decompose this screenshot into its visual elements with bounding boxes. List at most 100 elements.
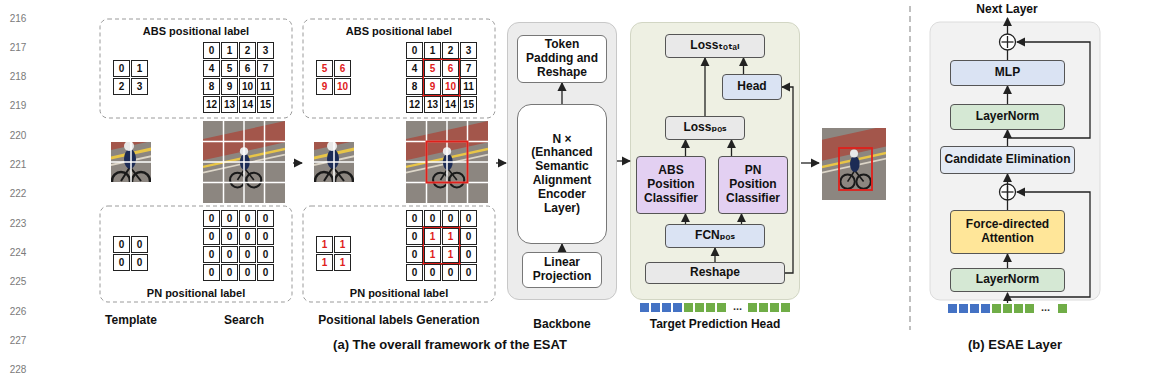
- grid-cell: 9: [316, 78, 333, 95]
- cell-number: 0: [137, 239, 143, 250]
- grid-cell: 11: [257, 78, 274, 95]
- mlp-box: MLP: [950, 60, 1065, 86]
- cell-number: 10: [337, 81, 348, 92]
- ellipsis: ...: [1041, 301, 1050, 313]
- grid-cell: 13: [424, 96, 441, 113]
- grid-cell: 0: [221, 210, 238, 227]
- grid-cell: 3: [257, 42, 274, 59]
- cell-number: 1: [322, 239, 328, 250]
- grid-cell: 7: [460, 60, 477, 77]
- grid-cell: 0: [424, 210, 441, 227]
- grid-cell: 1: [221, 42, 238, 59]
- cell-number: 1: [448, 249, 454, 260]
- flow-arrow: [1007, 86, 1008, 104]
- cell-number: 11: [463, 81, 474, 92]
- box-label: ABS Position Classifier: [640, 164, 702, 205]
- classifier-box: PN Position Classifier: [718, 156, 788, 214]
- cell-number: 6: [340, 63, 346, 74]
- label-holder: (b) ESAE Layer: [925, 335, 1105, 353]
- cell-number: 1: [137, 63, 143, 74]
- line-number: 221: [10, 159, 27, 170]
- cell-number: 0: [263, 249, 269, 260]
- flow-arrow: [741, 214, 742, 224]
- box-label: Lossₚₒₛ: [669, 121, 741, 135]
- attention-box: Force-directed Attention: [950, 210, 1065, 254]
- process-box: Token Padding and Reshape: [517, 35, 607, 82]
- cell-number: 0: [227, 267, 233, 278]
- box-label: Force-directed Attention: [954, 218, 1061, 246]
- figure-label: Template: [105, 313, 157, 327]
- cell-number: 1: [227, 45, 233, 56]
- flow-arrow: [1007, 130, 1008, 146]
- cell-number: 7: [263, 63, 269, 74]
- label-holder: 227: [2, 333, 34, 347]
- prediction-box: [839, 148, 872, 190]
- label-holder: 219: [2, 99, 34, 113]
- box-label: LayerNorm: [954, 110, 1061, 124]
- cell-number: 0: [209, 231, 215, 242]
- loss-box: Lossₜₒₜₐₗ: [665, 34, 765, 58]
- grid-cell: 1: [442, 246, 459, 263]
- cell-number: 3: [263, 45, 269, 56]
- line-number: 223: [10, 218, 27, 229]
- line-number: 217: [10, 42, 27, 53]
- box-label: Head: [726, 80, 778, 94]
- cell-number: 6: [245, 63, 251, 74]
- label-holder: 226: [2, 304, 34, 318]
- grid-cell: 1: [316, 254, 333, 271]
- grid-cell: 1: [334, 254, 351, 271]
- cell-number: 0: [245, 249, 251, 260]
- layernorm-box: LayerNorm: [950, 268, 1065, 292]
- fcn-box: FCNₚₒₛ: [665, 224, 765, 248]
- cell-number: 0: [209, 213, 215, 224]
- cell-number: 0: [119, 239, 125, 250]
- grid-cell: 0: [460, 228, 477, 245]
- cell-number: 13: [224, 99, 235, 110]
- box-label: Token Padding and Reshape: [521, 38, 603, 79]
- cell-number: 0: [227, 213, 233, 224]
- cell-number: 12: [206, 99, 217, 110]
- flow-arrow: [731, 140, 732, 156]
- grid-cell: 8: [203, 78, 220, 95]
- figure-label: Search: [224, 313, 264, 327]
- grid-cell: 6: [442, 60, 459, 77]
- cell-number: 4: [412, 63, 418, 74]
- grid-cell: 9: [424, 78, 441, 95]
- label-holder: Search: [204, 312, 284, 328]
- grid-cell: 1: [424, 42, 441, 59]
- elimination-box: Candidate Elimination: [940, 146, 1075, 174]
- grid-cell: 0: [406, 264, 423, 281]
- grid-cell: 10: [334, 78, 351, 95]
- cell-number: 1: [430, 45, 436, 56]
- grid-cell: 12: [406, 96, 423, 113]
- flow-arrow: [1007, 174, 1008, 210]
- box-label: Reshape: [649, 266, 781, 280]
- cell-number: 0: [412, 267, 418, 278]
- prediction-head-panel: Target Prediction HeadLossₜₒₜₐₗHeadLossₚ…: [630, 22, 800, 300]
- cell-number: 2: [448, 45, 454, 56]
- grid-cell: 0: [239, 210, 256, 227]
- cell-number: 0: [263, 213, 269, 224]
- cell-number: 8: [209, 81, 215, 92]
- grid-cell: 0: [113, 236, 130, 253]
- cell-number: 0: [263, 267, 269, 278]
- pn-box: [100, 206, 292, 302]
- label-holder: 218: [2, 70, 34, 84]
- label-holder: Next Layer: [957, 1, 1057, 16]
- abs-box: [100, 19, 292, 118]
- cell-number: 0: [412, 45, 418, 56]
- cell-number: 2: [119, 81, 125, 92]
- cell-number: 5: [322, 63, 328, 74]
- cell-number: 0: [245, 213, 251, 224]
- line-number: 227: [10, 335, 27, 346]
- cell-number: 5: [430, 63, 436, 74]
- label-holder: ABS positional label: [303, 23, 495, 38]
- cell-number: 0: [448, 213, 454, 224]
- grid-cell: 5: [424, 60, 441, 77]
- output-image: [814, 124, 894, 204]
- cell-number: 14: [242, 99, 253, 110]
- label-holder: 228: [2, 363, 34, 377]
- cell-number: 0: [209, 45, 215, 56]
- cell-number: 10: [445, 81, 456, 92]
- grid-cell: 5: [221, 60, 238, 77]
